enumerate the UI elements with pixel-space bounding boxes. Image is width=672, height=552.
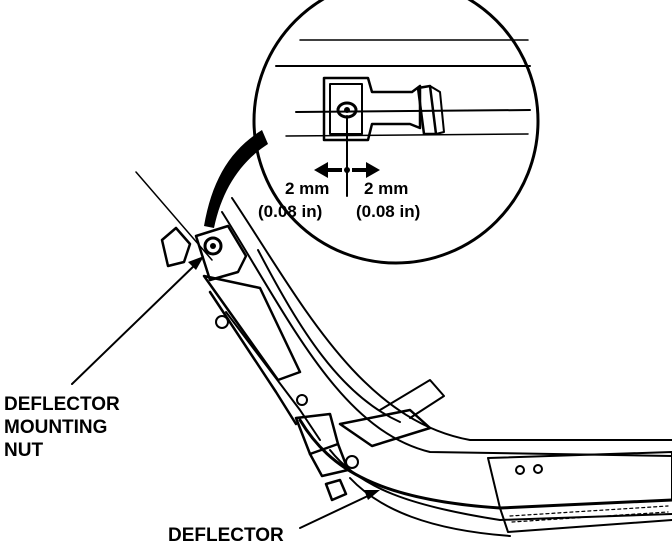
mounting-nut-leader bbox=[71, 261, 199, 385]
deflector-arm bbox=[160, 224, 445, 502]
roof-frame bbox=[135, 171, 672, 537]
left-offset-label: 2 mm bbox=[285, 179, 329, 198]
mounting-nut-label-line3: NUT bbox=[4, 440, 43, 461]
detail-magnifier bbox=[204, 0, 540, 265]
mounting-nut-label-line2: MOUNTING bbox=[4, 417, 107, 438]
deflector-leader bbox=[299, 493, 373, 529]
deflector-label: DEFLECTOR bbox=[168, 525, 284, 546]
right-offset-inch-label: (0.08 in) bbox=[356, 202, 420, 221]
mounting-nut-label-line1: DEFLECTOR bbox=[4, 394, 120, 415]
left-offset-inch-label: (0.08 in) bbox=[258, 202, 322, 221]
deflector-arrowhead bbox=[364, 490, 380, 500]
mounting-nut-arrowhead bbox=[188, 256, 204, 270]
right-offset-label: 2 mm bbox=[364, 179, 408, 198]
